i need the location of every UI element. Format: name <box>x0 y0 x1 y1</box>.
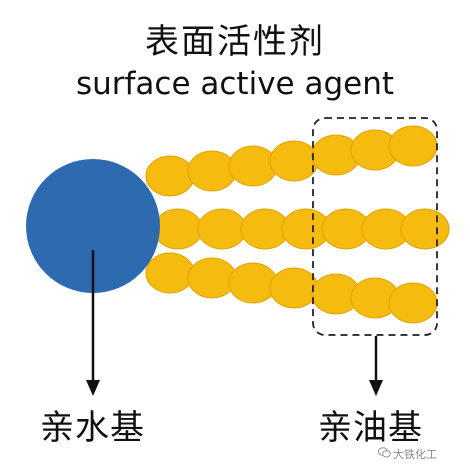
title-chinese: 表面活性剂 <box>145 22 325 62</box>
title-english: surface active agent <box>75 66 395 102</box>
bead <box>187 150 237 192</box>
tail-chains <box>145 125 450 324</box>
bead <box>153 208 203 250</box>
bead <box>228 262 278 304</box>
lipophilic-dashed-box <box>312 117 438 336</box>
wechat-icon <box>378 447 391 458</box>
bead <box>197 208 247 250</box>
bead <box>187 257 237 299</box>
bead <box>388 125 438 167</box>
tail-chain-middle <box>153 208 450 250</box>
lipophilic-label: 亲油基 <box>318 408 423 448</box>
hydrophilic-arrow <box>86 250 100 396</box>
lipophilic-arrow <box>369 336 383 396</box>
bead <box>269 267 319 309</box>
hydrophilic-label: 亲水基 <box>40 408 145 448</box>
bead <box>269 140 319 182</box>
watermark-text: 大铁化工 <box>393 448 437 461</box>
hydrophilic-head <box>26 159 160 293</box>
bead <box>400 208 450 250</box>
bead <box>228 145 278 187</box>
bead <box>145 252 195 294</box>
tail-chain-top <box>145 125 438 197</box>
bead <box>145 155 195 197</box>
tail-chain-bottom <box>145 252 438 324</box>
bead <box>388 282 438 324</box>
